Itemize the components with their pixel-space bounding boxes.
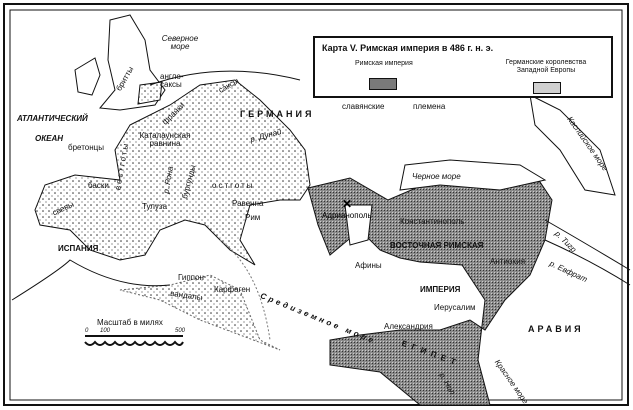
aegean-sea — [344, 204, 373, 246]
scale-tick-100: 100 — [100, 328, 111, 334]
sea-route — [219, 239, 271, 341]
label-catalaunian-plain: Каталаунская равнина — [139, 131, 191, 148]
legend-roman-label: Римская империя — [355, 60, 413, 67]
label-adrianople: Адрианополь — [322, 211, 372, 220]
label-empire: ИМПЕРИЯ — [420, 285, 461, 294]
label-toulouse: Тулуза — [142, 202, 168, 211]
label-athens: Афины — [355, 261, 382, 270]
map-frame — [3, 3, 629, 406]
label-basques: баски — [88, 181, 109, 190]
black-sea — [399, 159, 547, 191]
legend-germanic-swatch — [533, 82, 561, 94]
germanic-kingdoms-region — [34, 79, 311, 266]
label-ravenna: Равенна — [232, 199, 264, 208]
battle-cross-icon: ✕ — [342, 197, 352, 211]
tigris-river — [544, 219, 631, 271]
label-atlantic: АТЛАНТИЧЕСКИЙ — [17, 114, 88, 123]
scale-ornament — [84, 340, 184, 346]
label-spain: ИСПАНИЯ — [58, 244, 99, 253]
label-constantinople: Константинополь — [400, 217, 465, 226]
coastline-north — [149, 70, 301, 86]
label-ostrogoths: остготы — [212, 181, 255, 190]
scale-title: Масштаб в милях — [97, 318, 163, 327]
label-jerusalem: Иерусалим — [434, 303, 476, 312]
legend-germanic-label: Германские королевства Западной Европы — [505, 59, 587, 74]
label-slavic: славянские — [342, 102, 385, 111]
label-north-sea: Северное море — [161, 34, 199, 51]
label-carthage: Карфаген — [214, 285, 251, 294]
scale-tick-0: 0 — [85, 328, 89, 334]
label-hippo: Гиппон — [178, 273, 204, 282]
vandal-kingdom-region — [119, 274, 281, 351]
ireland — [74, 57, 101, 96]
label-anglosaxons: англо-саксы — [160, 72, 184, 89]
label-tribes: племена — [413, 102, 446, 111]
legend-roman-swatch — [369, 78, 397, 90]
map-legend: Карта V. Римская империя в 486 г. н. э. … — [313, 36, 613, 98]
label-arabia: АРАВИЯ — [528, 324, 584, 334]
label-bretons: бретонцы — [68, 143, 104, 152]
label-antioch: Антиохия — [490, 257, 526, 266]
anglo-saxon-region — [137, 81, 163, 105]
label-black-sea: Черное море — [412, 172, 461, 181]
label-ocean: ОКЕАН — [35, 134, 64, 143]
map-inner-frame — [9, 9, 623, 401]
label-rome: Рим — [245, 213, 261, 222]
coastline-africa — [11, 259, 171, 301]
legend-title: Карта V. Римская империя в 486 г. н. э. — [322, 43, 494, 53]
label-alexandria: Александрия — [384, 322, 433, 331]
label-eastern-roman: ВОСТОЧНАЯ РИМСКАЯ — [390, 241, 484, 250]
caspian-sea — [529, 94, 616, 196]
euphrates-river — [544, 239, 631, 286]
label-germania: ГЕРМАНИЯ — [240, 109, 315, 119]
scale-tick-500: 500 — [175, 328, 186, 334]
